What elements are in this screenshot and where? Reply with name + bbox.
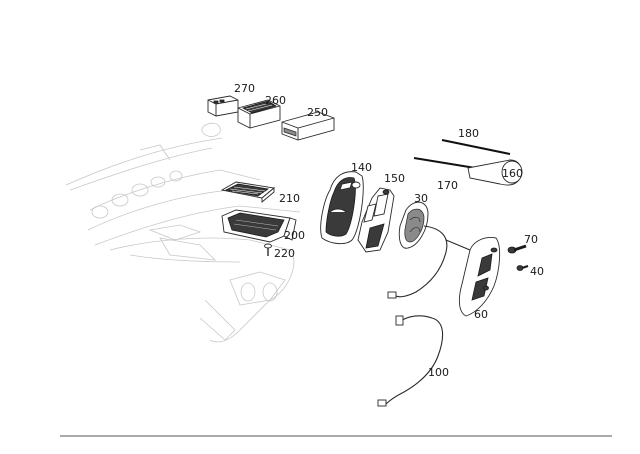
label-100: 100 (428, 366, 449, 379)
part-260-relay-block (237, 99, 281, 129)
part-270-module (207, 95, 239, 117)
part-200-electronic-module (221, 209, 297, 243)
part-180-rod (441, 139, 511, 155)
label-140: 140 (351, 161, 372, 174)
label-250: 250 (307, 106, 328, 119)
part-220-screw (264, 243, 272, 256)
part-100-cable-harness (377, 315, 444, 407)
label-40: 40 (530, 265, 544, 278)
label-160: 160 (502, 167, 523, 180)
part-150-bracket (357, 187, 395, 253)
part-60-backrest-shell (458, 237, 501, 317)
label-150: 150 (384, 172, 405, 185)
part-250-control-unit (281, 111, 335, 141)
label-60: 60 (474, 308, 488, 321)
wiring-harness-30 (387, 225, 471, 299)
label-220: 220 (274, 247, 295, 260)
label-170: 170 (437, 179, 458, 192)
part-70-bolt (507, 244, 527, 254)
label-260: 260 (265, 94, 286, 107)
label-30: 30 (414, 192, 428, 205)
label-70: 70 (524, 233, 538, 246)
part-40-screw (516, 265, 529, 271)
part-30-round-unit (398, 201, 429, 249)
part-140-display-housing (320, 171, 364, 245)
label-180: 180 (458, 127, 479, 140)
part-160-tube (467, 159, 523, 186)
label-210: 210 (279, 192, 300, 205)
dashboard-ghost-outline (65, 122, 301, 343)
part-210-grille-cover (220, 181, 276, 203)
label-270: 270 (234, 82, 255, 95)
label-200: 200 (284, 229, 305, 242)
callout-labels: 270 260 250 180 140 150 160 170 30 210 2… (234, 82, 544, 379)
